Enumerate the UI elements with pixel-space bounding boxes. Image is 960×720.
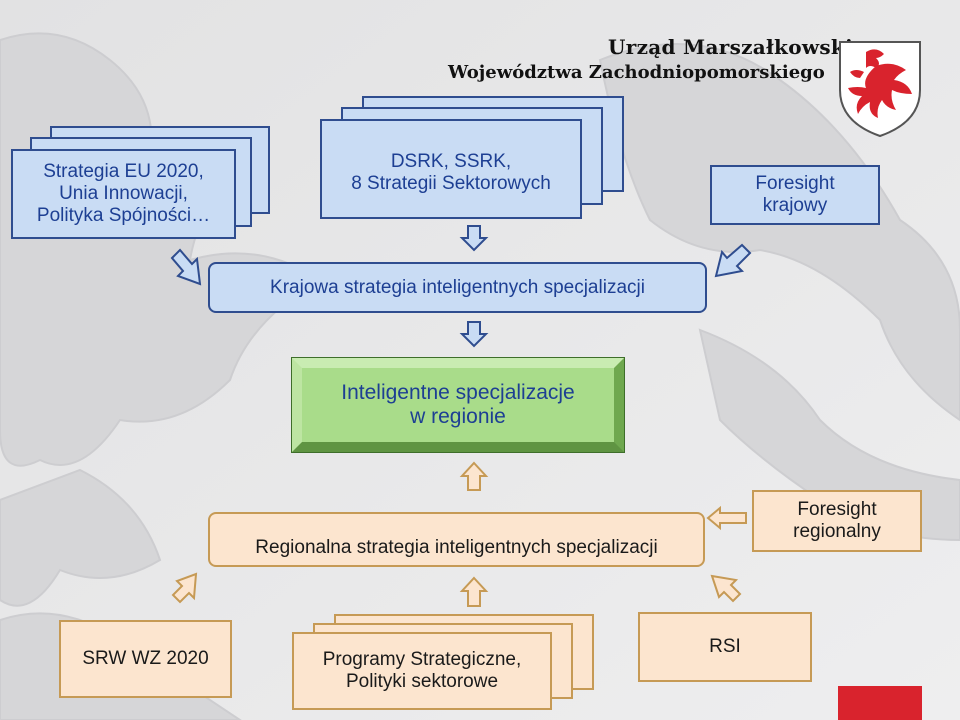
arrow-diagonal-foresight-to-national (714, 243, 752, 278)
foresight-regional-box: Foresight regionalny (752, 490, 922, 552)
arrow-diagonal-rsi-to-regional (710, 574, 742, 603)
srw-box: SRW WZ 2020 (59, 620, 232, 698)
arrow-diagonal-srw-to-regional (171, 572, 198, 604)
red-corner-square (838, 686, 922, 720)
arrow-diagonal-eu-to-national (170, 248, 202, 286)
header-title-line1: Urząd Marszałkowski (608, 35, 853, 59)
smart-specializations-bevel (291, 357, 625, 453)
arrow-down-national-to-smart (459, 321, 489, 348)
foresight-national-line-1: Foresight (755, 173, 835, 194)
national-strategy-box: Krajowa strategia inteligentnych specjal… (208, 262, 707, 313)
regional-strategy-box: Regionalna strategia inteligentnych spec… (208, 512, 705, 567)
dsrk-line-2: 8 Strategii Sektorowych (351, 173, 551, 194)
srw-label: SRW WZ 2020 (82, 648, 209, 669)
foresight-national-box: Foresight krajowy (710, 165, 880, 225)
header-title-line2: Województwa Zachodniopomorskiego (448, 62, 825, 83)
rsi-label: RSI (709, 636, 741, 657)
foresight-regional-line-2: regionalny (793, 521, 881, 542)
foresight-national-line-2: krajowy (762, 195, 828, 216)
arrow-up-regional-to-smart (459, 461, 489, 491)
dsrk-box: DSRK, SSRK, 8 Strategii Sektorowych (320, 119, 582, 219)
programs-box: Programy Strategiczne, Polityki sektorow… (292, 632, 552, 710)
eu-strategy-line-3: Polityka Spójności… (36, 205, 211, 226)
foresight-regional-line-1: Foresight (797, 499, 877, 520)
smart-specializations-box: Inteligentne specjalizacje w regionie (302, 368, 614, 442)
regional-strategy-label: Regionalna strategia inteligentnych spec… (255, 537, 658, 558)
smart-specializations-line-2: w regionie (410, 405, 506, 428)
arrow-down-dsrk-to-national (459, 225, 489, 252)
national-strategy-label: Krajowa strategia inteligentnych specjal… (270, 276, 645, 298)
dsrk-line-1: DSRK, SSRK, (390, 151, 512, 172)
eu-strategy-box: Strategia EU 2020, Unia Innowacji, Polit… (11, 149, 236, 239)
arrow-up-programs-to-regional (459, 576, 489, 607)
eu-strategy-line-2: Unia Innowacji, (59, 183, 188, 204)
smart-specializations-line-1: Inteligentne specjalizacje (341, 381, 575, 404)
programs-line-2: Polityki sektorowe (345, 671, 499, 692)
griffin-coat-of-arms-icon (839, 41, 921, 138)
programs-line-1: Programy Strategiczne, (322, 649, 522, 670)
eu-strategy-line-1: Strategia EU 2020, (43, 161, 204, 182)
arrow-left-foresight-regional-to-regional (706, 505, 747, 531)
rsi-box: RSI (638, 612, 812, 682)
